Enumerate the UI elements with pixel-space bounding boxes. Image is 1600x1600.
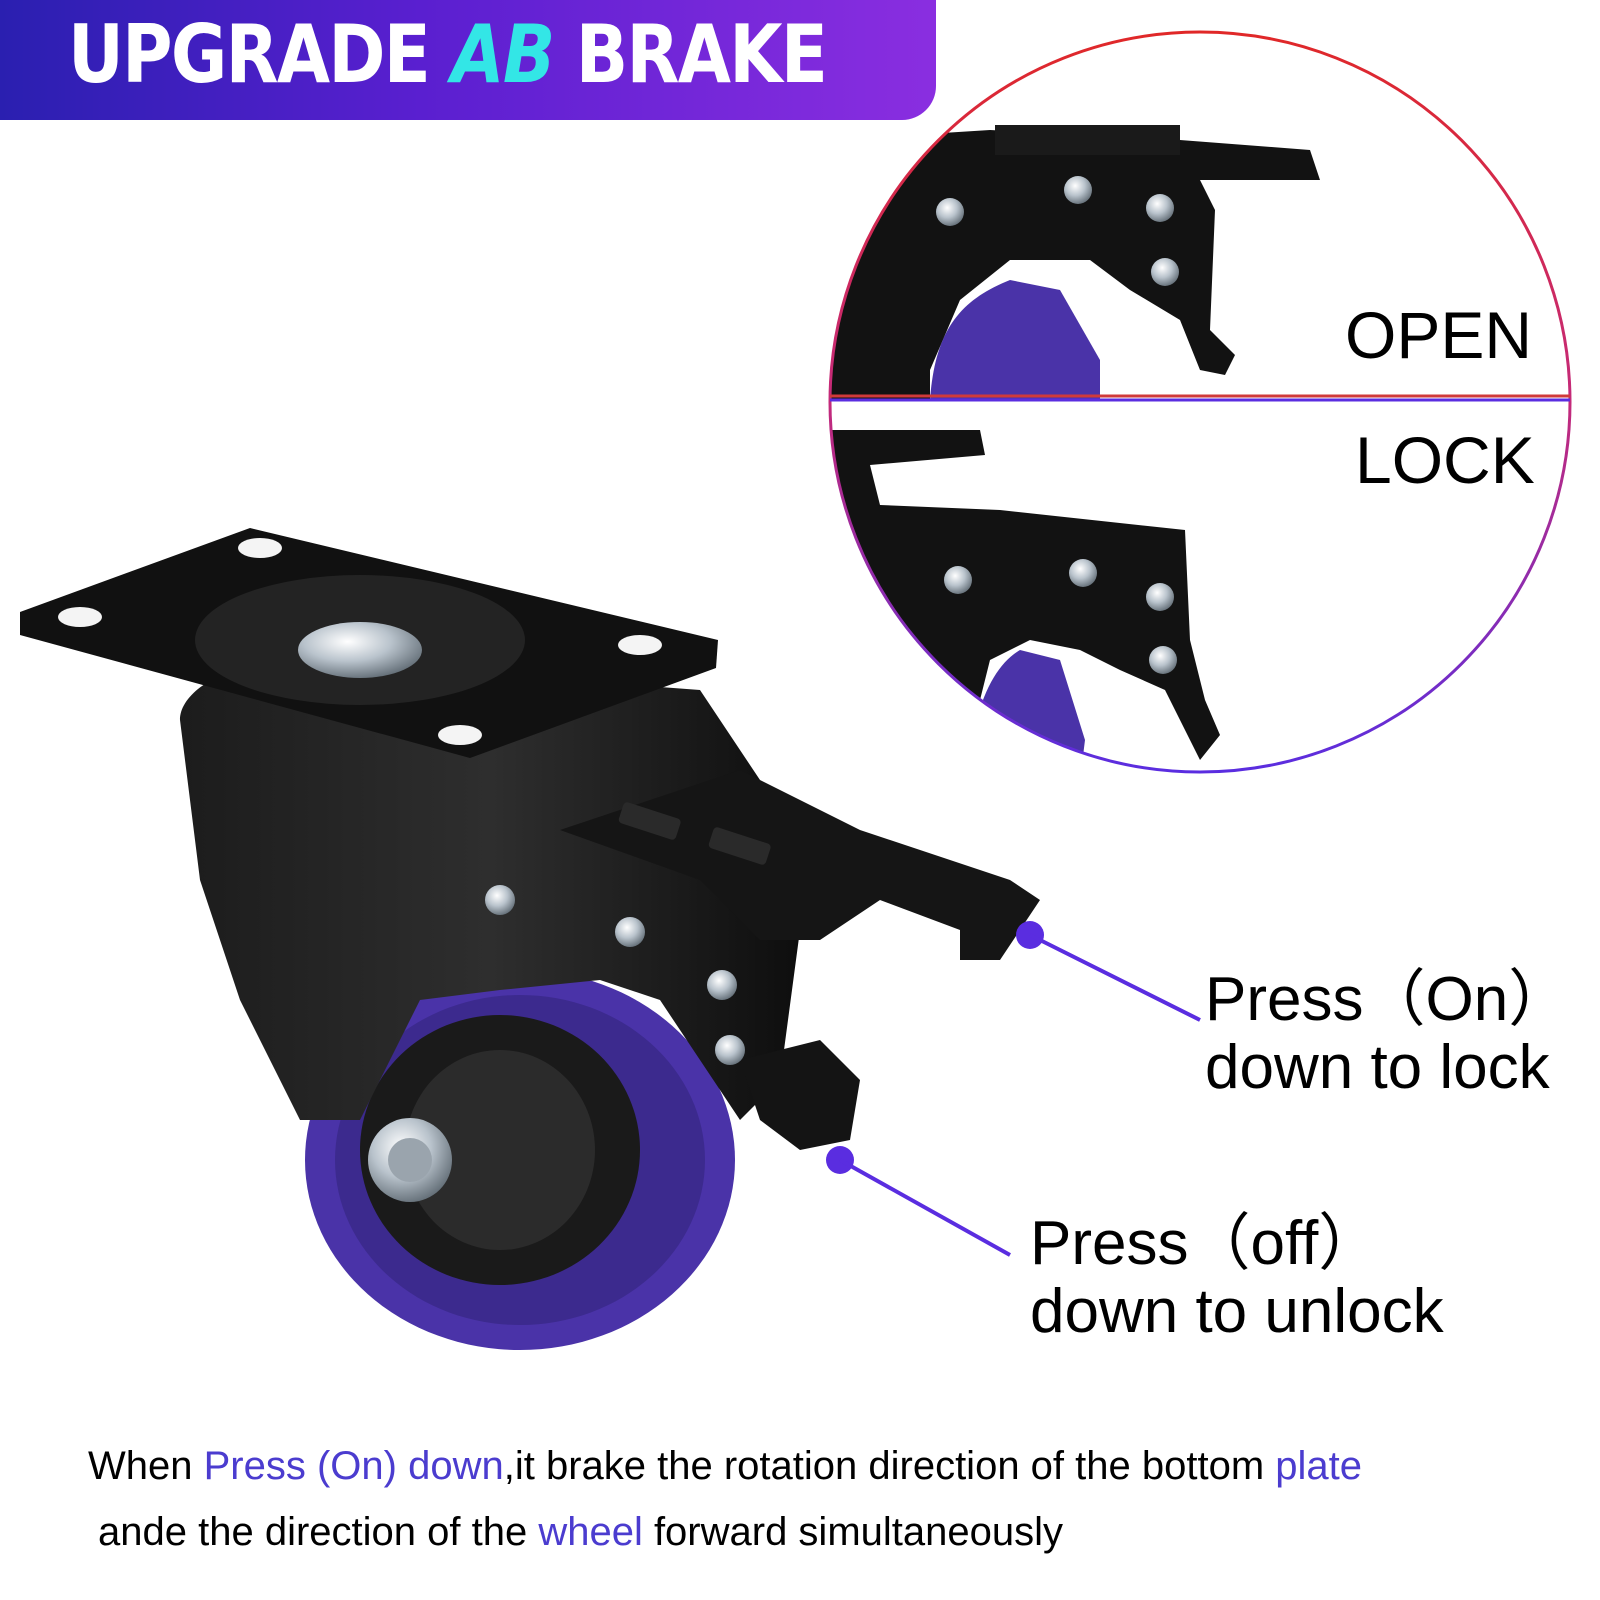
description-caption: When Press (On) down,it brake the rotati… <box>88 1433 1568 1565</box>
caption-highlight-press: Press (On) down <box>203 1444 504 1488</box>
caption-text-2: ,it brake the rotation direction of the … <box>503 1444 1276 1488</box>
caption-highlight-plate: plate <box>1275 1444 1363 1488</box>
callout-pointer-off <box>826 1146 1011 1257</box>
banner-title-part1: UPGRADE <box>68 8 431 101</box>
caption-highlight-wheel: wheel <box>538 1510 643 1554</box>
callout-lock: Press（On） down to lock <box>1205 966 1570 1102</box>
callout-unlock: Press（off） down to unlock <box>1030 1210 1444 1346</box>
caption-text-3: ande the direction of the <box>98 1510 539 1554</box>
header-banner: UPGRADE AB BRAKE <box>0 0 936 120</box>
state-label-lock: LOCK <box>1355 423 1535 497</box>
brake-detail-inset <box>828 30 1572 774</box>
banner-title-highlight: AB <box>451 8 555 101</box>
caption-text-1: When <box>88 1444 204 1488</box>
state-label-open: OPEN <box>1345 298 1533 372</box>
callout-pointer-on <box>1016 921 1201 1022</box>
caption-text-4: forward simultaneously <box>642 1510 1064 1554</box>
callout-unlock-line1: Press（off） <box>1030 1209 1381 1278</box>
caster-wheel <box>20 528 1040 1350</box>
banner-title: UPGRADE AB BRAKE <box>68 8 828 101</box>
callout-lock-line1: Press（On） <box>1205 965 1571 1034</box>
banner-title-part2: BRAKE <box>575 8 828 101</box>
callout-lock-line2: down to lock <box>1205 1033 1550 1102</box>
callout-unlock-line2: down to unlock <box>1030 1277 1444 1346</box>
open-state-view <box>830 125 1320 400</box>
